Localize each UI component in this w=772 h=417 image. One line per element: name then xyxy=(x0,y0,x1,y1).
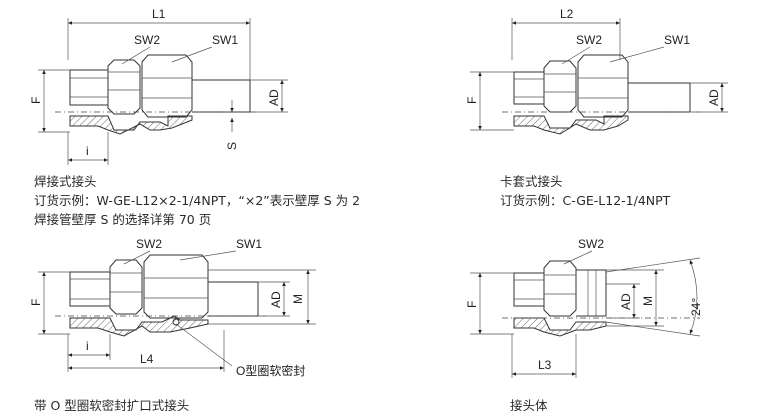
sw2-label: SW2 xyxy=(134,33,160,47)
ferrule-caption-example: 订货示例：C-GE-L12-1/4NPT xyxy=(500,193,671,208)
m-label: M xyxy=(291,294,305,304)
f-label: F xyxy=(29,97,43,104)
sw1-label: SW1 xyxy=(236,237,262,251)
ferrule-caption: 卡套式接头 订货示例：C-GE-L12-1/4NPT xyxy=(500,172,670,210)
angle-label: 24° xyxy=(689,298,703,316)
s-label: S xyxy=(225,142,239,150)
ad-label: AD xyxy=(707,89,721,106)
l1-label: L1 xyxy=(152,7,166,21)
body-caption: 接头体 xyxy=(510,396,548,415)
body-caption-title: 接头体 xyxy=(510,398,548,413)
sw1-label: SW1 xyxy=(664,33,690,47)
i-label: i xyxy=(86,339,89,353)
sw1-label: SW1 xyxy=(212,33,238,47)
weld-caption-title: 焊接式接头 xyxy=(34,174,97,189)
sw2-label: SW2 xyxy=(578,237,604,251)
m-label: M xyxy=(641,296,655,306)
sw2-label: SW2 xyxy=(136,237,162,251)
f-label: F xyxy=(465,97,479,104)
ad-label: AD xyxy=(619,293,633,310)
fitting-body-figure: SW2 F AD M 24° L3 xyxy=(465,237,703,378)
weld-fitting-figure: L1 SW2 SW1 F AD S xyxy=(29,7,288,165)
oring-caption: 带 O 型圈软密封扩口式接头 xyxy=(34,396,189,415)
weld-caption-note: 焊接管壁厚 S 的选择详第 70 页 xyxy=(34,212,212,227)
weld-caption-example: 订货示例：W-GE-L12×2-1/4NPT，“×2”表示壁厚 S 为 2 xyxy=(34,193,361,208)
ferrule-fitting-figure: L2 SW2 SW1 F AD xyxy=(465,7,728,135)
oring-fitting-figure: SW2 SW1 F AD M i L4 O型圈软密封 xyxy=(29,237,316,378)
l2-label: L2 xyxy=(560,7,574,21)
weld-caption: 焊接式接头 订货示例：W-GE-L12×2-1/4NPT，“×2”表示壁厚 S … xyxy=(34,172,360,229)
oring-caption-title: 带 O 型圈软密封扩口式接头 xyxy=(34,398,190,413)
sw2-label: SW2 xyxy=(576,33,602,47)
ad-label: AD xyxy=(267,89,281,106)
f-label: F xyxy=(465,301,479,308)
f-label: F xyxy=(29,299,43,306)
ad-label: AD xyxy=(269,291,283,308)
i-label: i xyxy=(86,144,89,158)
l3-label: L3 xyxy=(538,358,552,372)
oring-callout: O型圈软密封 xyxy=(236,363,305,378)
l4-label: L4 xyxy=(140,352,154,366)
ferrule-caption-title: 卡套式接头 xyxy=(500,174,563,189)
